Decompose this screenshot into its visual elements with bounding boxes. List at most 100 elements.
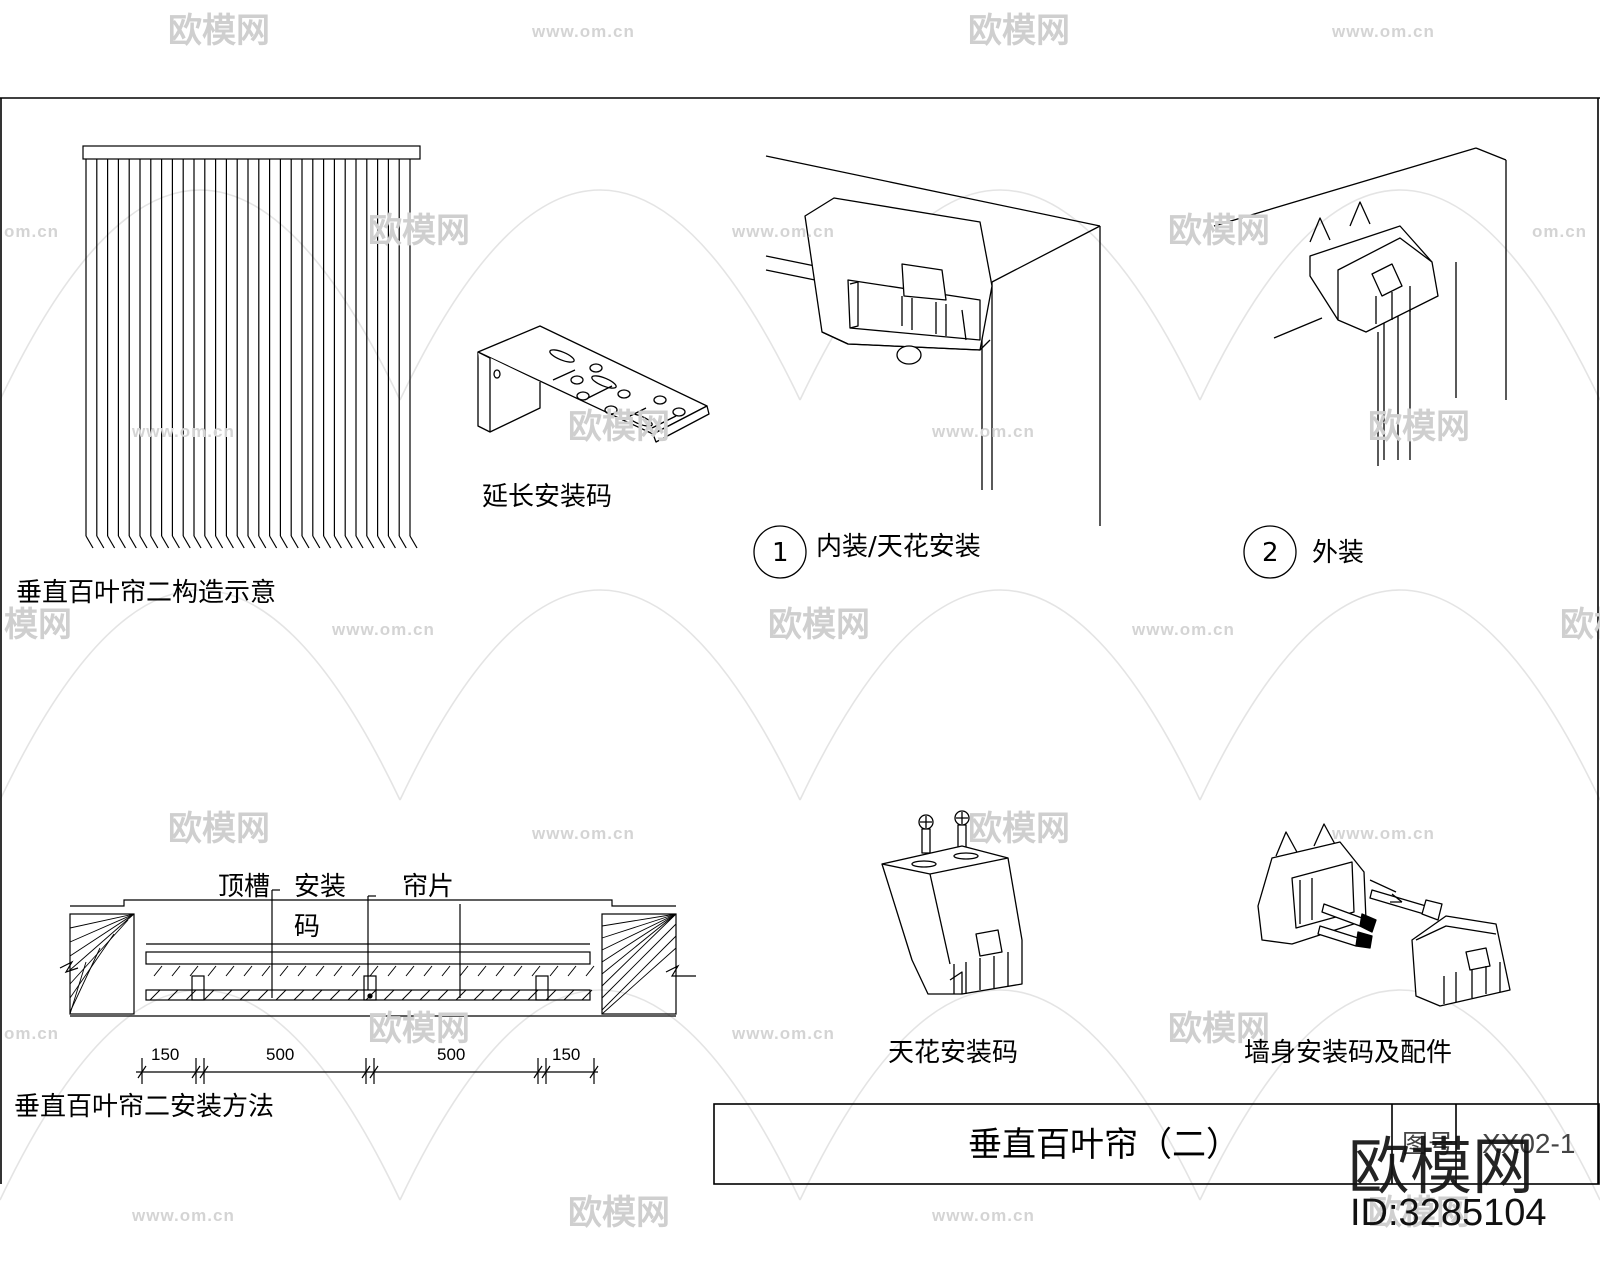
caption-ceiling-bracket: 天花安装码 (888, 1038, 1019, 1068)
watermark-brand: 欧模网 (968, 11, 1070, 51)
slat-tick (437, 989, 449, 1001)
caption-install-method: 垂直百叶帘二安装方法 (14, 1092, 275, 1122)
watermark-url: om.cn (4, 1024, 60, 1043)
slat-tick (153, 965, 163, 977)
blind-slats (85, 159, 418, 549)
extension-bracket-drawing (477, 325, 710, 443)
slat-tick (509, 989, 521, 1001)
watermark-brand: 欧模网 (368, 211, 470, 251)
slat-tick (383, 989, 395, 1001)
blind-slat-end (366, 535, 375, 549)
watermark-url: www.om.cn (732, 1024, 835, 1043)
slat-tick (405, 965, 415, 977)
hatch-line (601, 913, 677, 987)
slat-tick (455, 989, 467, 1001)
watermark-brand: 欧模网 (168, 11, 270, 51)
blind-slat-end (107, 535, 116, 549)
slat-tick (423, 965, 433, 977)
blind-slat-end (161, 535, 170, 549)
blind-slat-end (182, 535, 191, 549)
watermark-url: www.om.cn (732, 222, 835, 241)
slat-tick (351, 965, 361, 977)
hatch-line (69, 913, 135, 929)
blind-slat-end (258, 535, 267, 549)
blind-slat-end (247, 535, 256, 549)
slat-tick (365, 989, 377, 1001)
blind-slat-end (236, 535, 245, 549)
watermark-url: www.om.cn (932, 1206, 1035, 1225)
caption-inside-mount: 内装/天花安装 (816, 532, 981, 562)
slat-tick (225, 965, 235, 977)
title-block-label: 图号 (1402, 1130, 1455, 1160)
blind-slat-end (193, 535, 202, 549)
headrail (82, 145, 421, 160)
slat-tick (329, 989, 341, 1001)
detail-marker-2: 2 (1262, 538, 1279, 568)
hatch-line (601, 913, 677, 975)
blind-slat-end (117, 535, 126, 549)
hatch-line (69, 961, 87, 1015)
hatch-line (601, 913, 677, 939)
slat-tick (459, 965, 469, 977)
watermark-brand: 欧模网 (568, 407, 670, 447)
corner-brand-id: ID:3285104 (1350, 1192, 1547, 1234)
watermark-url: www.om.cn (332, 620, 435, 639)
watermark-url: om.cn (4, 222, 60, 241)
slat-tick (513, 965, 523, 977)
watermark-brand: 欧模网 (568, 1193, 670, 1233)
slat-tick (297, 965, 307, 977)
blind-slat-end (139, 535, 148, 549)
wall-bracket-drawing (1257, 823, 1511, 1007)
blind-slat-end (323, 535, 332, 549)
watermark-url: www.om.cn (132, 1206, 235, 1225)
blind-slat-end (377, 535, 386, 549)
blind-slat-end (204, 535, 213, 549)
ceiling-bracket-drawing (881, 810, 1023, 995)
blind-slat-end (312, 535, 321, 549)
watermark-brand: 模网 (4, 605, 72, 645)
watermark-brand: 欧模网 (768, 605, 870, 645)
hatch-line (69, 947, 101, 1013)
slat-tick (167, 989, 179, 1001)
slat-tick (495, 965, 505, 977)
slat-tick (369, 965, 379, 977)
slat-tick (545, 989, 557, 1001)
slat-tick (387, 965, 397, 977)
dimension-label: 500 (437, 1045, 466, 1064)
hatch-line (601, 913, 677, 951)
slat-tick (275, 989, 287, 1001)
watermark-brand: 欧模网 (1168, 1009, 1270, 1049)
caption-outside-mount: 外装 (1312, 538, 1365, 568)
callout-slat: 帘片 (402, 872, 455, 902)
caption-extension-bracket: 延长安装码 (482, 482, 613, 512)
slat-tick (189, 965, 199, 977)
slat-tick (419, 989, 431, 1001)
slat-tick (473, 989, 485, 1001)
slat-tick (257, 989, 269, 1001)
sheet-border (0, 97, 1600, 1184)
watermark-url: om.cn (1532, 222, 1588, 241)
slat-tick (563, 989, 575, 1001)
slat-tick (261, 965, 271, 977)
watermark-url: www.om.cn (1332, 22, 1435, 41)
wall-hatching (69, 913, 677, 1015)
blind-slat-end (85, 535, 94, 549)
watermark-url: www.om.cn (932, 422, 1035, 441)
watermark-url: www.om.cn (532, 824, 635, 843)
watermark-url: www.om.cn (132, 422, 235, 441)
slat-tick (239, 989, 251, 1001)
slat-tick (581, 989, 593, 1001)
watermark-brand: 欧模网 (1560, 605, 1600, 645)
slat-tick (549, 965, 559, 977)
slat-tick (207, 965, 217, 977)
slat-tick (171, 965, 181, 977)
blind-slat-end (344, 535, 353, 549)
installation-section-drawing (59, 889, 696, 1017)
blind-slat-end (269, 535, 278, 549)
title-block-frame (713, 1103, 1600, 1185)
slat-tick (347, 989, 359, 1001)
callout-bracket: 安装 (294, 872, 347, 902)
hatch-line (69, 913, 135, 971)
dimension-label: 150 (552, 1045, 581, 1064)
